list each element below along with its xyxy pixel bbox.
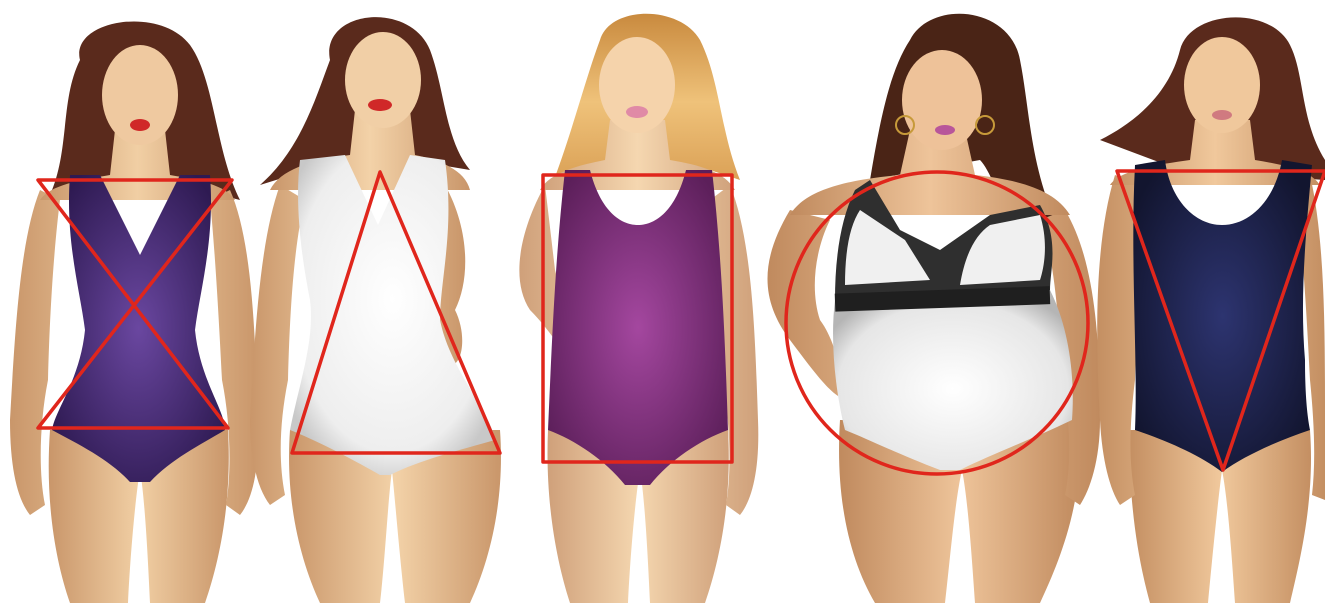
lips <box>130 119 150 131</box>
figure-apple <box>768 14 1101 603</box>
lips <box>368 99 392 111</box>
lips <box>1212 110 1232 120</box>
figure-hourglass <box>10 21 258 603</box>
face <box>599 37 675 133</box>
lips <box>935 125 955 135</box>
figure-rectangle <box>519 14 758 603</box>
swimsuit <box>1133 160 1312 472</box>
swimsuit <box>548 170 728 485</box>
lips <box>626 106 648 118</box>
face <box>902 50 982 150</box>
face <box>345 32 421 128</box>
figure-pear <box>250 17 501 603</box>
figure-inverted-triangle <box>1097 17 1325 603</box>
